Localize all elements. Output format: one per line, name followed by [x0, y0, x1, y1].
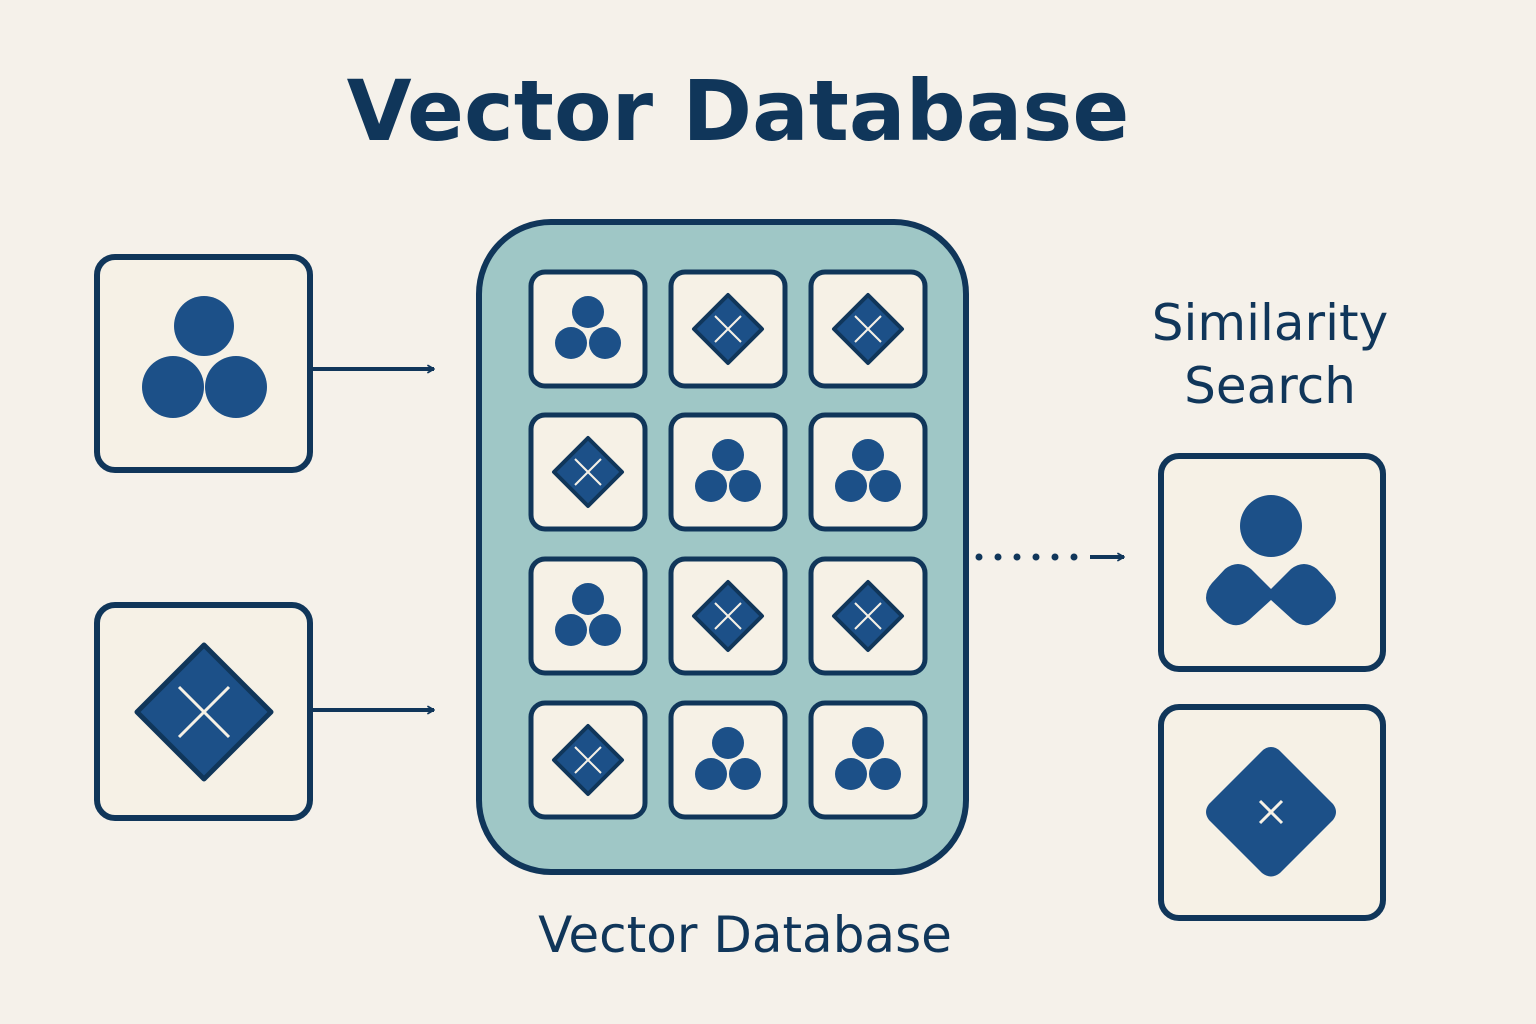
input-card-circles	[94, 254, 313, 473]
page-title: Vector Database	[346, 62, 1130, 160]
database-label: Vector Database	[538, 906, 952, 964]
database-cell-circles	[808, 700, 928, 820]
diamond-icon	[692, 293, 764, 365]
database-grid	[528, 269, 928, 820]
database-cell-diamond	[528, 412, 648, 532]
search-arrow	[975, 552, 1125, 562]
database-cell-circles	[528, 556, 648, 676]
database-cell-circles	[528, 269, 648, 389]
circles-icon	[835, 439, 901, 502]
circles-icon	[142, 296, 267, 418]
result-card-diamond	[1158, 704, 1386, 921]
similarity-search-line-1: Similarity	[1151, 294, 1389, 352]
circles-icon	[555, 583, 621, 646]
diamond-icon	[692, 580, 764, 652]
diamond-icon	[832, 293, 904, 365]
database-cell-circles	[668, 700, 788, 820]
database-cell-circles	[808, 412, 928, 532]
similarity-search-label: Similarity Search	[1120, 292, 1420, 418]
person-icon	[1206, 495, 1336, 626]
diamond-icon	[552, 436, 624, 508]
result-card-person	[1158, 453, 1386, 672]
diamond-icon	[552, 724, 624, 796]
diamond-icon	[134, 642, 274, 782]
database-cell-diamond	[668, 556, 788, 676]
database-cell-diamond	[528, 700, 648, 820]
diamond-icon	[832, 580, 904, 652]
circles-icon	[555, 296, 621, 359]
circles-icon	[835, 727, 901, 790]
database-cell-circles	[668, 412, 788, 532]
input-card-diamond	[94, 602, 313, 821]
similarity-search-line-2: Search	[1184, 357, 1356, 415]
circles-icon	[695, 439, 761, 502]
database-cell-diamond	[808, 556, 928, 676]
database-cell-diamond	[668, 269, 788, 389]
circles-icon	[695, 727, 761, 790]
database-cell-diamond	[808, 269, 928, 389]
diamond-x-icon	[1206, 747, 1336, 877]
